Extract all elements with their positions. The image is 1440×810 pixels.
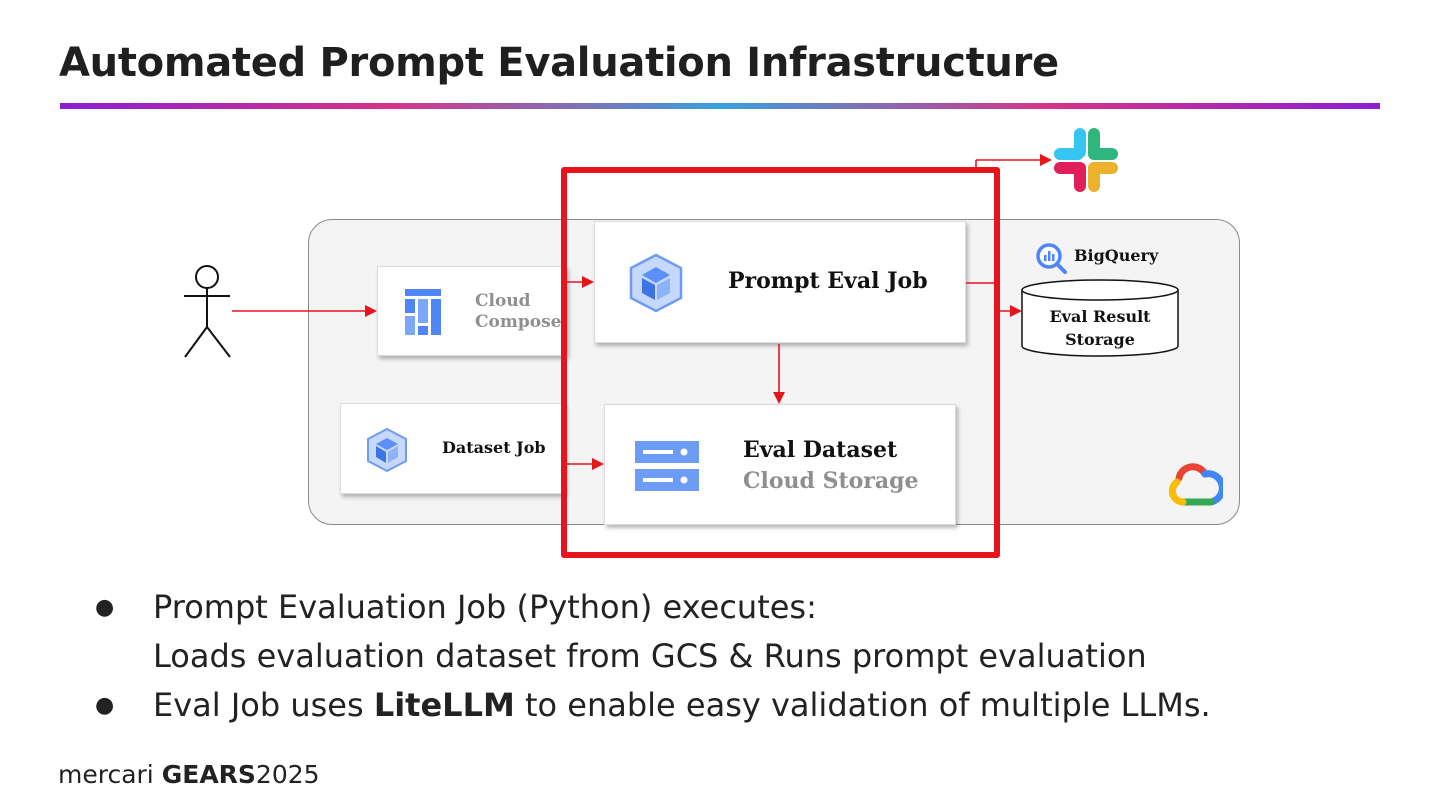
eval-dataset-title: Eval Dataset (743, 437, 898, 463)
bullet-1-line-1: Prompt Evaluation Job (Python) executes: (153, 588, 817, 626)
slide-title: Automated Prompt Evaluation Infrastructu… (59, 40, 1059, 86)
cloud-composer-label-2: Compose (475, 312, 562, 332)
prompt-eval-job-card: Prompt Eval Job (594, 221, 966, 343)
bullet-list: ● Prompt Evaluation Job (Python) execute… (95, 583, 1211, 730)
title-underline (60, 103, 1380, 109)
prompt-eval-job-label: Prompt Eval Job (728, 268, 928, 294)
dataset-job-label: Dataset Job (442, 438, 546, 457)
cloud-storage-icon (635, 441, 699, 491)
eval-result-storage-cylinder (1021, 279, 1179, 357)
arrow-eval-job-to-bigquery (966, 282, 1022, 317)
footer-logo: mercari GEARS2025 (58, 760, 320, 789)
bullet-marker: ● (95, 693, 115, 718)
slack-icon (1054, 128, 1118, 192)
footer-year: 2025 (255, 760, 320, 789)
bullet-1-line-2: Loads evaluation dataset from GCS & Runs… (153, 637, 1147, 675)
bullet-item-1: ● Prompt Evaluation Job (Python) execute… (95, 583, 1211, 681)
actor-icon (184, 265, 231, 358)
bullet-2-pre: Eval Job uses (153, 686, 374, 724)
bigquery-label: BigQuery (1074, 246, 1159, 265)
kubernetes-job-icon (629, 253, 683, 313)
cloud-composer-card: Cloud Compose (377, 266, 567, 356)
footer-brand: mercari (58, 760, 154, 789)
bigquery-icon (1036, 243, 1067, 274)
highlight-frame (561, 167, 1000, 558)
dataset-job-card: Dataset Job (340, 403, 565, 494)
eval-dataset-card: Eval Dataset Cloud Storage (604, 404, 956, 525)
dataset-job-icon (367, 427, 407, 473)
eval-result-label-1: Eval Result (1049, 307, 1151, 326)
arrow-to-slack (975, 154, 1052, 172)
eval-result-label-2: Storage (1065, 330, 1135, 349)
bullet-marker: ● (95, 595, 115, 620)
bullet-item-2: ● Eval Job uses LiteLLM to enable easy v… (95, 681, 1211, 730)
footer-event: GEARS (161, 760, 256, 789)
cloud-composer-label-1: Cloud (475, 291, 531, 311)
eval-dataset-subtitle: Cloud Storage (743, 468, 919, 494)
cloud-composer-icon (405, 289, 441, 335)
bullet-2-post: to enable easy validation of multiple LL… (514, 686, 1211, 724)
google-cloud-icon (1168, 463, 1223, 506)
bullet-2-bold: LiteLLM (373, 686, 515, 724)
